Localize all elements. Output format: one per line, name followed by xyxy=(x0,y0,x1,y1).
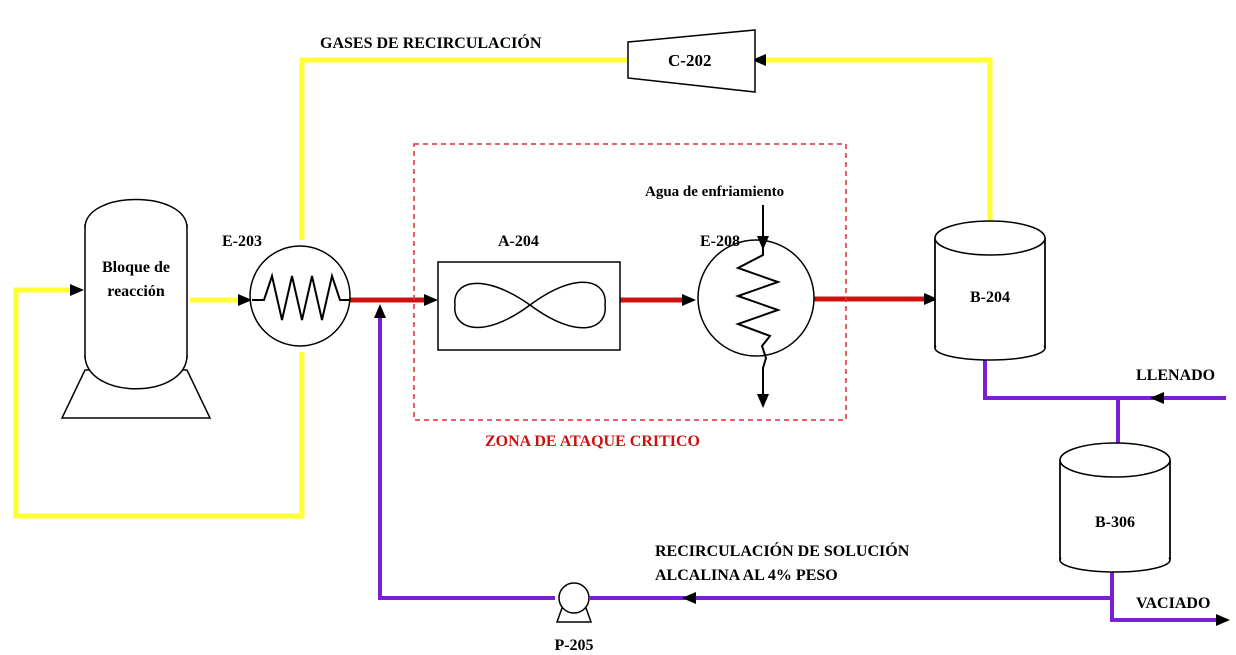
arrow-into-e208 xyxy=(682,294,696,306)
gases-label: GASES DE RECIRCULACIÓN xyxy=(320,33,542,52)
recirc-label-line1: RECIRCULACIÓN DE SOLUCIÓN xyxy=(655,541,910,560)
compressor-c202 xyxy=(627,29,756,93)
cooling-water-label: Agua de enfriamiento xyxy=(645,184,784,200)
gas-recirculation-line xyxy=(755,57,993,238)
process-lines xyxy=(350,296,932,303)
a204-internal-loop xyxy=(454,281,606,329)
reactor-bottom-head xyxy=(84,354,188,390)
zone-label: ZONA DE ATAQUE CRITICO xyxy=(485,433,700,450)
e208-label: E-208 xyxy=(700,233,740,250)
critical-zone-box xyxy=(413,143,847,421)
vaciado-label: VACIADO xyxy=(1136,595,1210,612)
exchanger-e203 xyxy=(249,245,351,347)
cooling-water-out-arrow xyxy=(757,394,769,408)
labels: GASES DE RECIRCULACIÓN C-202 Bloque de r… xyxy=(102,33,1215,654)
flow-arrows xyxy=(70,54,1230,626)
e208-coil xyxy=(734,205,782,402)
b306-label: B-306 xyxy=(1095,514,1135,531)
reaction-block xyxy=(60,198,212,419)
arrow-into-e203 xyxy=(238,294,252,306)
arrow-into-reactor xyxy=(70,284,84,296)
b204-outlet-line xyxy=(983,348,1226,400)
b204-top xyxy=(934,220,1046,256)
pump-casing xyxy=(558,582,590,614)
cooling-water-in-arrow xyxy=(757,236,769,250)
arrow-into-compressor xyxy=(752,54,766,66)
pump-p205 xyxy=(555,582,593,623)
tank-b306 xyxy=(1059,442,1171,573)
exchanger-e208 xyxy=(697,205,815,408)
pump-label: P-205 xyxy=(554,637,593,654)
b204-body-cover xyxy=(936,238,1044,346)
gas-to-exchanger-line xyxy=(299,57,628,240)
reactor-label-line1: Bloque de xyxy=(102,259,170,276)
arrow-into-b204 xyxy=(924,293,938,305)
compressor-label: C-202 xyxy=(668,51,711,70)
reactor-label-line2: reacción xyxy=(107,283,165,300)
b204-label: B-204 xyxy=(970,289,1010,306)
e203-label: E-203 xyxy=(222,233,262,250)
arrow-into-a204 xyxy=(424,294,438,306)
arrow-llenado xyxy=(1150,392,1164,404)
reactor-top-head xyxy=(84,198,188,229)
e203-coil xyxy=(252,272,350,321)
e208-shell xyxy=(697,239,815,357)
recirc-label-line2: ALCALINA AL 4% PESO xyxy=(655,567,838,584)
b306-outlet-line xyxy=(1110,560,1226,622)
tank-b204 xyxy=(934,220,1046,361)
arrow-vaciado xyxy=(1216,614,1230,626)
b306-top xyxy=(1059,442,1171,478)
absorber-a204 xyxy=(437,261,621,351)
arrow-recirc-left xyxy=(682,592,696,604)
exchanger-bottom-loop-line xyxy=(13,287,305,519)
llenado-label: LLENADO xyxy=(1136,367,1215,384)
solution-lines xyxy=(378,312,1226,622)
e203-shell xyxy=(249,245,351,347)
a204-label: A-204 xyxy=(498,233,539,250)
gas-lines xyxy=(13,57,993,519)
pump-discharge-line xyxy=(378,312,555,600)
arrow-up-return xyxy=(374,304,386,318)
